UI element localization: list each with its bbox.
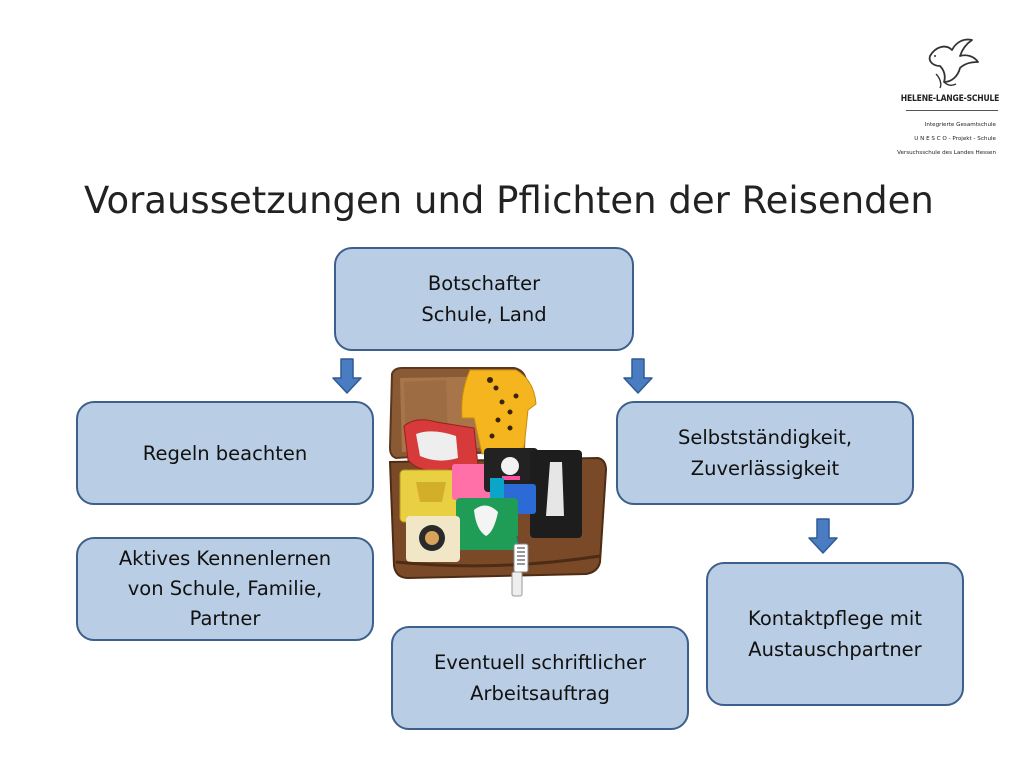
logo-line-1: Integrierte Gesamtschule (924, 122, 996, 128)
node-kennenlernen-line-2: von Schule, Familie, (127, 577, 323, 600)
dove-icon (928, 38, 979, 89)
node-selbststaendigkeit-line-2: Zuverlässigkeit (690, 457, 840, 480)
node-selbststaendigkeit-line-1: Selbstständigkeit, (677, 426, 853, 449)
node-arbeitsauftrag-line-2: Arbeitsauftrag (470, 682, 610, 705)
logo-divider (906, 110, 998, 111)
slide-title: Voraussetzungen und Pflichten der Reisen… (84, 179, 934, 222)
node-botschafter: Botschafter Schule, Land (334, 247, 634, 351)
node-arbeitsauftrag: Eventuell schriftlicher Arbeitsauftrag (391, 626, 689, 730)
logo-line-2: U N E S C O - Projekt - Schule (914, 136, 996, 142)
node-kontaktpflege-line-1: Kontaktpflege mit (748, 607, 922, 630)
node-kennenlernen-line-3: Partner (189, 607, 261, 630)
node-arbeitsauftrag-line-1: Eventuell schriftlicher (433, 651, 647, 674)
arrow-down-icon (332, 358, 362, 394)
node-kennenlernen-line-1: Aktives Kennenlernen (118, 547, 332, 570)
node-botschafter-line-2: Schule, Land (421, 303, 547, 326)
node-aktives-kennenlernen: Aktives Kennenlernen von Schule, Familie… (76, 537, 374, 641)
node-botschafter-line-1: Botschafter (427, 272, 541, 295)
node-selbststaendigkeit: Selbstständigkeit, Zuverlässigkeit (616, 401, 914, 505)
logo-line-3: Versuchsschule des Landes Hessen (897, 150, 996, 156)
node-regeln-beachten: Regeln beachten (76, 401, 374, 505)
logo-school-name: HELENE-LANGE-SCHULE (900, 94, 1000, 104)
node-kontaktpflege: Kontaktpflege mit Austauschpartner (706, 562, 964, 706)
node-regeln-line-1: Regeln beachten (142, 441, 308, 465)
arrow-down-icon (808, 518, 838, 554)
suitcase-illustration (388, 367, 608, 597)
arrow-down-icon (623, 358, 653, 394)
node-kontaktpflege-line-2: Austauschpartner (748, 638, 922, 661)
school-logo: HELENE-LANGE-SCHULE Integrierte Gesamtsc… (897, 34, 1000, 164)
